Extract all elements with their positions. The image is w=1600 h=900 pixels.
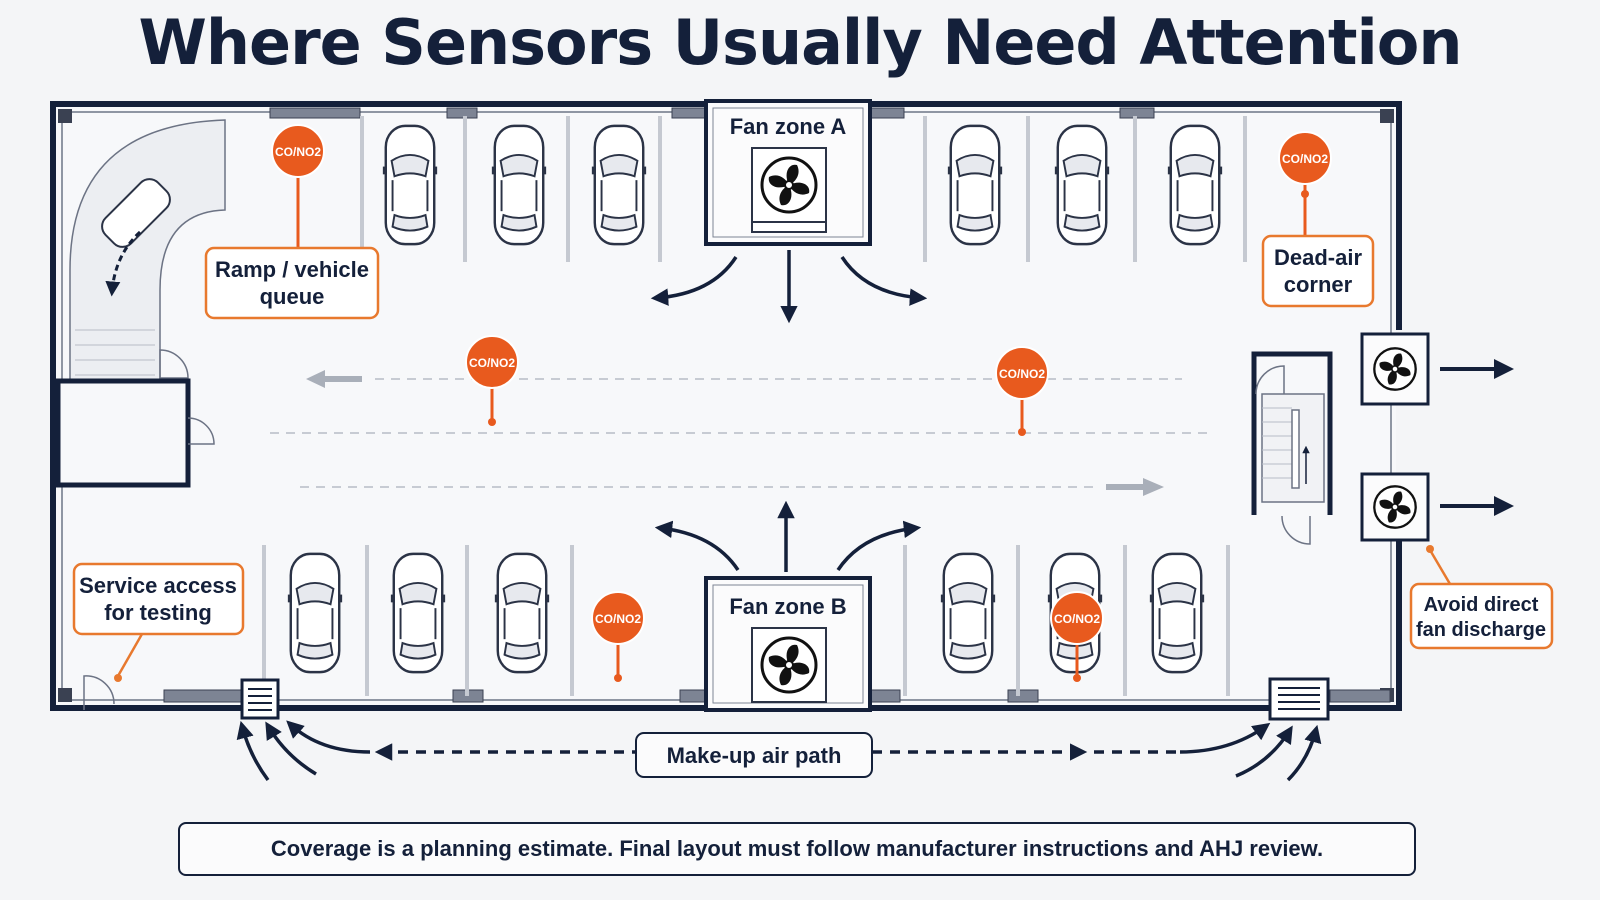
sensor-pin-dead-air: CO/NO2 xyxy=(1278,131,1332,236)
callout-avoid-fan-line-1: Avoid direct xyxy=(1424,594,1539,616)
fan-zone-a-label: Fan zone A xyxy=(730,114,847,139)
car-icon xyxy=(946,124,1004,246)
right-stair-core xyxy=(1251,351,1333,545)
fan-icon xyxy=(760,156,818,214)
sensor-label: CO/NO2 xyxy=(999,367,1045,381)
makeup-air-label-box xyxy=(635,732,873,778)
car-icon xyxy=(493,552,551,674)
sensor-pin-icon xyxy=(1278,131,1332,185)
car-icon xyxy=(381,124,439,246)
left-utility-room xyxy=(55,378,215,488)
entry-ramp xyxy=(69,119,226,381)
sensor-pin-icon xyxy=(271,124,325,178)
sensor-pin-bay-east: CO/NO2 xyxy=(1050,591,1104,682)
callout-ramp: Ramp / vehicle queue xyxy=(204,246,380,320)
door-icon xyxy=(159,349,189,379)
traffic-arrows xyxy=(306,370,1164,496)
sensor-label: CO/NO2 xyxy=(1054,612,1100,626)
callout-service-access: Service access for testing xyxy=(72,562,245,682)
sensor-label: CO/NO2 xyxy=(469,356,515,370)
car-icon xyxy=(939,552,997,674)
disclaimer-box: Coverage is a planning estimate. Final l… xyxy=(178,822,1416,876)
callout-ramp-line-2: queue xyxy=(260,284,325,309)
sensor-pin-icon xyxy=(1050,591,1104,645)
sensor-pin-aisle-east: CO/NO2 xyxy=(995,346,1049,436)
callout-dead-air-line-2: corner xyxy=(1284,272,1353,297)
callout-dead-air: Dead-air corner xyxy=(1261,234,1375,308)
parking-stall-lines xyxy=(262,116,1247,696)
callout-dead-air-line-1: Dead-air xyxy=(1274,245,1362,270)
wall-piers xyxy=(163,107,1391,703)
page-title: Where Sensors Usually Need Attention xyxy=(138,6,1463,79)
car-icon xyxy=(590,124,648,246)
exhaust-fans-east xyxy=(1360,332,1514,542)
door-icon xyxy=(1281,515,1311,545)
ramp-arrow-icon xyxy=(105,230,142,297)
sensor-label: CO/NO2 xyxy=(1282,152,1328,166)
door-icon xyxy=(1255,365,1285,395)
car-icon xyxy=(286,552,344,674)
fan-icon xyxy=(1373,485,1417,529)
sensor-pin-aisle-west: CO/NO2 xyxy=(465,335,519,426)
louver-west xyxy=(240,678,280,720)
car-icon xyxy=(1166,124,1224,246)
car-icon xyxy=(490,124,548,246)
car-icon xyxy=(101,178,171,248)
fan-icon xyxy=(760,636,818,694)
sensor-pin-icon xyxy=(995,346,1049,400)
car-icon xyxy=(389,552,447,674)
car-icon xyxy=(1053,124,1111,246)
callout-avoid-fan-line-2: fan discharge xyxy=(1416,619,1546,641)
sensor-pin-ramp: CO/NO2 xyxy=(271,124,325,248)
sensor-pin-bay-west: CO/NO2 xyxy=(591,591,645,682)
sensor-label: CO/NO2 xyxy=(275,145,321,159)
callout-service-line-1: Service access xyxy=(79,573,237,598)
disclaimer-text: Coverage is a planning estimate. Final l… xyxy=(270,836,1324,861)
callout-avoid-fan: Avoid direct fan discharge xyxy=(1409,545,1554,650)
sensor-pin-icon xyxy=(465,335,519,389)
sensor-label: CO/NO2 xyxy=(595,612,641,626)
fan-icon xyxy=(1373,347,1417,391)
callout-ramp-line-1: Ramp / vehicle xyxy=(215,257,369,282)
sensor-pin-icon xyxy=(591,591,645,645)
fan-zone-b-label: Fan zone B xyxy=(729,594,846,619)
fan-zone-a: Fan zone A xyxy=(704,99,872,246)
makeup-air-label: Make-up air path xyxy=(667,743,842,768)
fan-a-discharge-arrows xyxy=(650,250,928,324)
makeup-air-arrows xyxy=(236,720,1322,782)
fan-zone-b: Fan zone B xyxy=(704,576,872,712)
stair-icon xyxy=(1291,409,1300,489)
callout-service-line-2: for testing xyxy=(104,600,212,625)
fan-b-discharge-arrows xyxy=(654,500,922,572)
car-icon xyxy=(1148,552,1206,674)
door-icon xyxy=(83,675,115,710)
door-icon xyxy=(187,417,215,445)
louver-east xyxy=(1268,677,1330,721)
